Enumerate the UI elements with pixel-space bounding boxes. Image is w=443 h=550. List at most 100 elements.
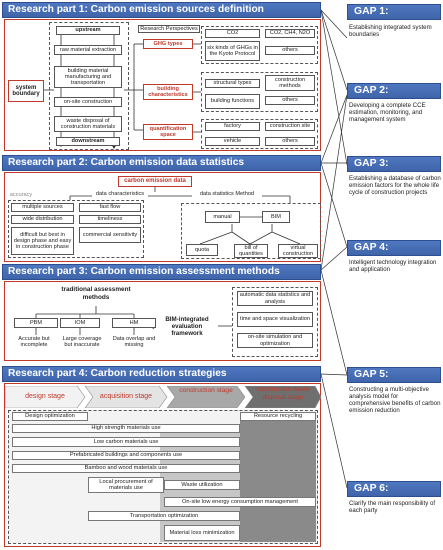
stage-onsite: on-site construction (54, 97, 122, 107)
strategy-waste-utilization: Waste utilization (164, 480, 240, 490)
stage-waste: waste disposal of construction materials (54, 116, 122, 132)
char-fast-flow: fast flow (79, 203, 141, 212)
stage-acquisition: acquisition stage (99, 393, 153, 400)
strategy-design-optimization: Design optimization (12, 412, 88, 421)
qs-construction-site: construction site (265, 122, 315, 131)
ghg-co2: CO2 (205, 29, 260, 38)
ghg-types-box: GHG types (143, 39, 193, 49)
upstream-box: upstream (56, 26, 120, 35)
ghg-others: others (265, 46, 315, 55)
part1-header: Research part 1: Carbon emission sources… (2, 2, 321, 18)
method-bill-of-quantities: bill of quantities (234, 244, 268, 258)
bc-structural: structural types (205, 79, 260, 88)
feature-auto-stats: automatic data statistics and analysis (237, 291, 313, 306)
bc-functions: building functions (205, 94, 260, 109)
feature-visualization: time and space visualization (237, 312, 313, 327)
char-commercial: commercial sensitivity (79, 227, 141, 243)
strategy-low-carbon: Low carbon materials use (12, 437, 240, 447)
part1-panel (4, 19, 321, 151)
part1-title: Research part 1: Carbon emission sources… (8, 4, 264, 15)
stage-raw-material: raw material extraction (54, 45, 122, 55)
note-hm: Data overlap and missing (112, 336, 156, 349)
research-perspectives: Research Perspectives (138, 25, 200, 33)
downstream-box: downstream (56, 137, 120, 146)
gap4-header: GAP 4: (347, 240, 441, 256)
stage-arrows (5, 386, 322, 408)
strategy-transportation: Transportation optimization (88, 511, 240, 521)
gap2-title: GAP 2: (354, 85, 389, 96)
method-group (181, 203, 321, 259)
char-wide-distribution: wide distribution (11, 215, 74, 224)
building-characteristics-box: building characteristics (143, 84, 193, 100)
gap3-header: GAP 3: (347, 156, 441, 172)
gap1-title: GAP 1: (354, 6, 389, 17)
note-pbm: Accurate but incomplete (18, 336, 50, 349)
system-boundary-box: system boundary (8, 80, 44, 102)
quantification-space-box: quantification space (143, 124, 193, 140)
char-timeliness: timeliness (79, 215, 141, 224)
gap6-desc: Clarify the main responsibility of each … (349, 500, 436, 514)
part4-header: Research part 4: Carbon reduction strate… (2, 366, 321, 382)
qs-factory: factory (205, 122, 260, 131)
characteristics-group (8, 200, 144, 258)
gap2-desc: Developing a complete CCE estimation, mo… (349, 102, 426, 123)
qs-others: others (265, 137, 315, 146)
feature-simulation: on-site simulation and optimization (237, 333, 313, 348)
ghg-co2-ch4-n2o: CO2, CH4, N2O (265, 29, 315, 38)
stage-design: design stage (25, 393, 65, 400)
strategy-onsite-energy: On-site low energy consumption managemen… (164, 497, 316, 507)
carbon-emission-data-box: carbon emission data (118, 176, 192, 187)
gap6-title: GAP 6: (354, 483, 389, 494)
strategy-prefabricated: Prefabricated buildings and components u… (12, 451, 240, 460)
gap3-desc: Establishing a database of carbon emissi… (349, 175, 441, 196)
method-bim: BIM (262, 211, 290, 223)
strategy-dark-column (240, 420, 316, 542)
gap5-title: GAP 5: (354, 369, 389, 380)
method-manual: manual (205, 211, 240, 223)
traditional-methods-label: traditional assessment methods (61, 286, 131, 301)
strategy-resource-recycling: Resource recycling (240, 412, 316, 421)
part3-title: Research part 3: Carbon emission assessm… (8, 266, 280, 277)
gap6-header: GAP 6: (347, 481, 441, 497)
bc-group (201, 72, 318, 112)
method-iom: IOM (60, 318, 100, 328)
gap3-title: GAP 3: (354, 158, 389, 169)
ghg-kyoto: six kinds of GHGs in the Kyoto Protocol (205, 41, 260, 61)
stage-chain-frame (49, 22, 129, 150)
data-statistics-method-label: data statistics Method (192, 191, 262, 199)
part3-header: Research part 3: Carbon emission assessm… (2, 264, 321, 280)
part2-title: Research part 2: Carbon emission data st… (8, 157, 245, 168)
gap4-title: GAP 4: (354, 242, 389, 253)
bc-others: others (265, 96, 315, 105)
bim-features-group (232, 287, 318, 357)
strategy-material-loss: Material loss minimization (164, 525, 240, 541)
strategy-local-procurement: Local procurement of materials use (88, 477, 164, 493)
qs-vehicle: vehicle (205, 137, 260, 146)
strategy-bamboo-wood: Bamboo and wood materials use (12, 464, 240, 473)
method-virtual-construction: virtual construction (278, 244, 318, 258)
stage-manufacturing: building material manufacturing and tran… (54, 66, 122, 88)
method-quota: quota (186, 244, 218, 256)
stage-waste-disposal: construction waste disposal stage (256, 386, 310, 401)
stage-construction: construction stage (179, 387, 233, 394)
gap1-desc: Establishing integrated system boundarie… (349, 24, 432, 38)
ghg-group (201, 26, 318, 64)
part4-panel (4, 383, 321, 547)
strategy-high-strength: High strength materials use (12, 424, 240, 433)
part2-header: Research part 2: Carbon emission data st… (2, 155, 321, 171)
gap2-header: GAP 2: (347, 83, 441, 99)
gap1-header: GAP 1: (347, 4, 441, 20)
bim-framework-label: BIM-integrated evaluation framework (165, 316, 209, 338)
part4-title: Research part 4: Carbon reduction strate… (8, 368, 227, 379)
gap5-header: GAP 5: (347, 367, 441, 383)
accuracy-label: accuracy (9, 192, 33, 198)
char-multiple-sources: multiple sources (11, 203, 74, 212)
method-pbm: PBM (14, 318, 58, 328)
part3-panel (4, 281, 321, 361)
note-iom: Large coverage but inaccurate (62, 336, 102, 349)
bc-construction-methods: construction methods (265, 75, 315, 91)
qs-group (201, 119, 318, 149)
data-characteristics-label: data characteristics (92, 191, 148, 199)
char-difficult-design: difficult but best in design phase and e… (11, 227, 74, 255)
gap4-desc: Intelligent technology integration and a… (349, 259, 437, 273)
